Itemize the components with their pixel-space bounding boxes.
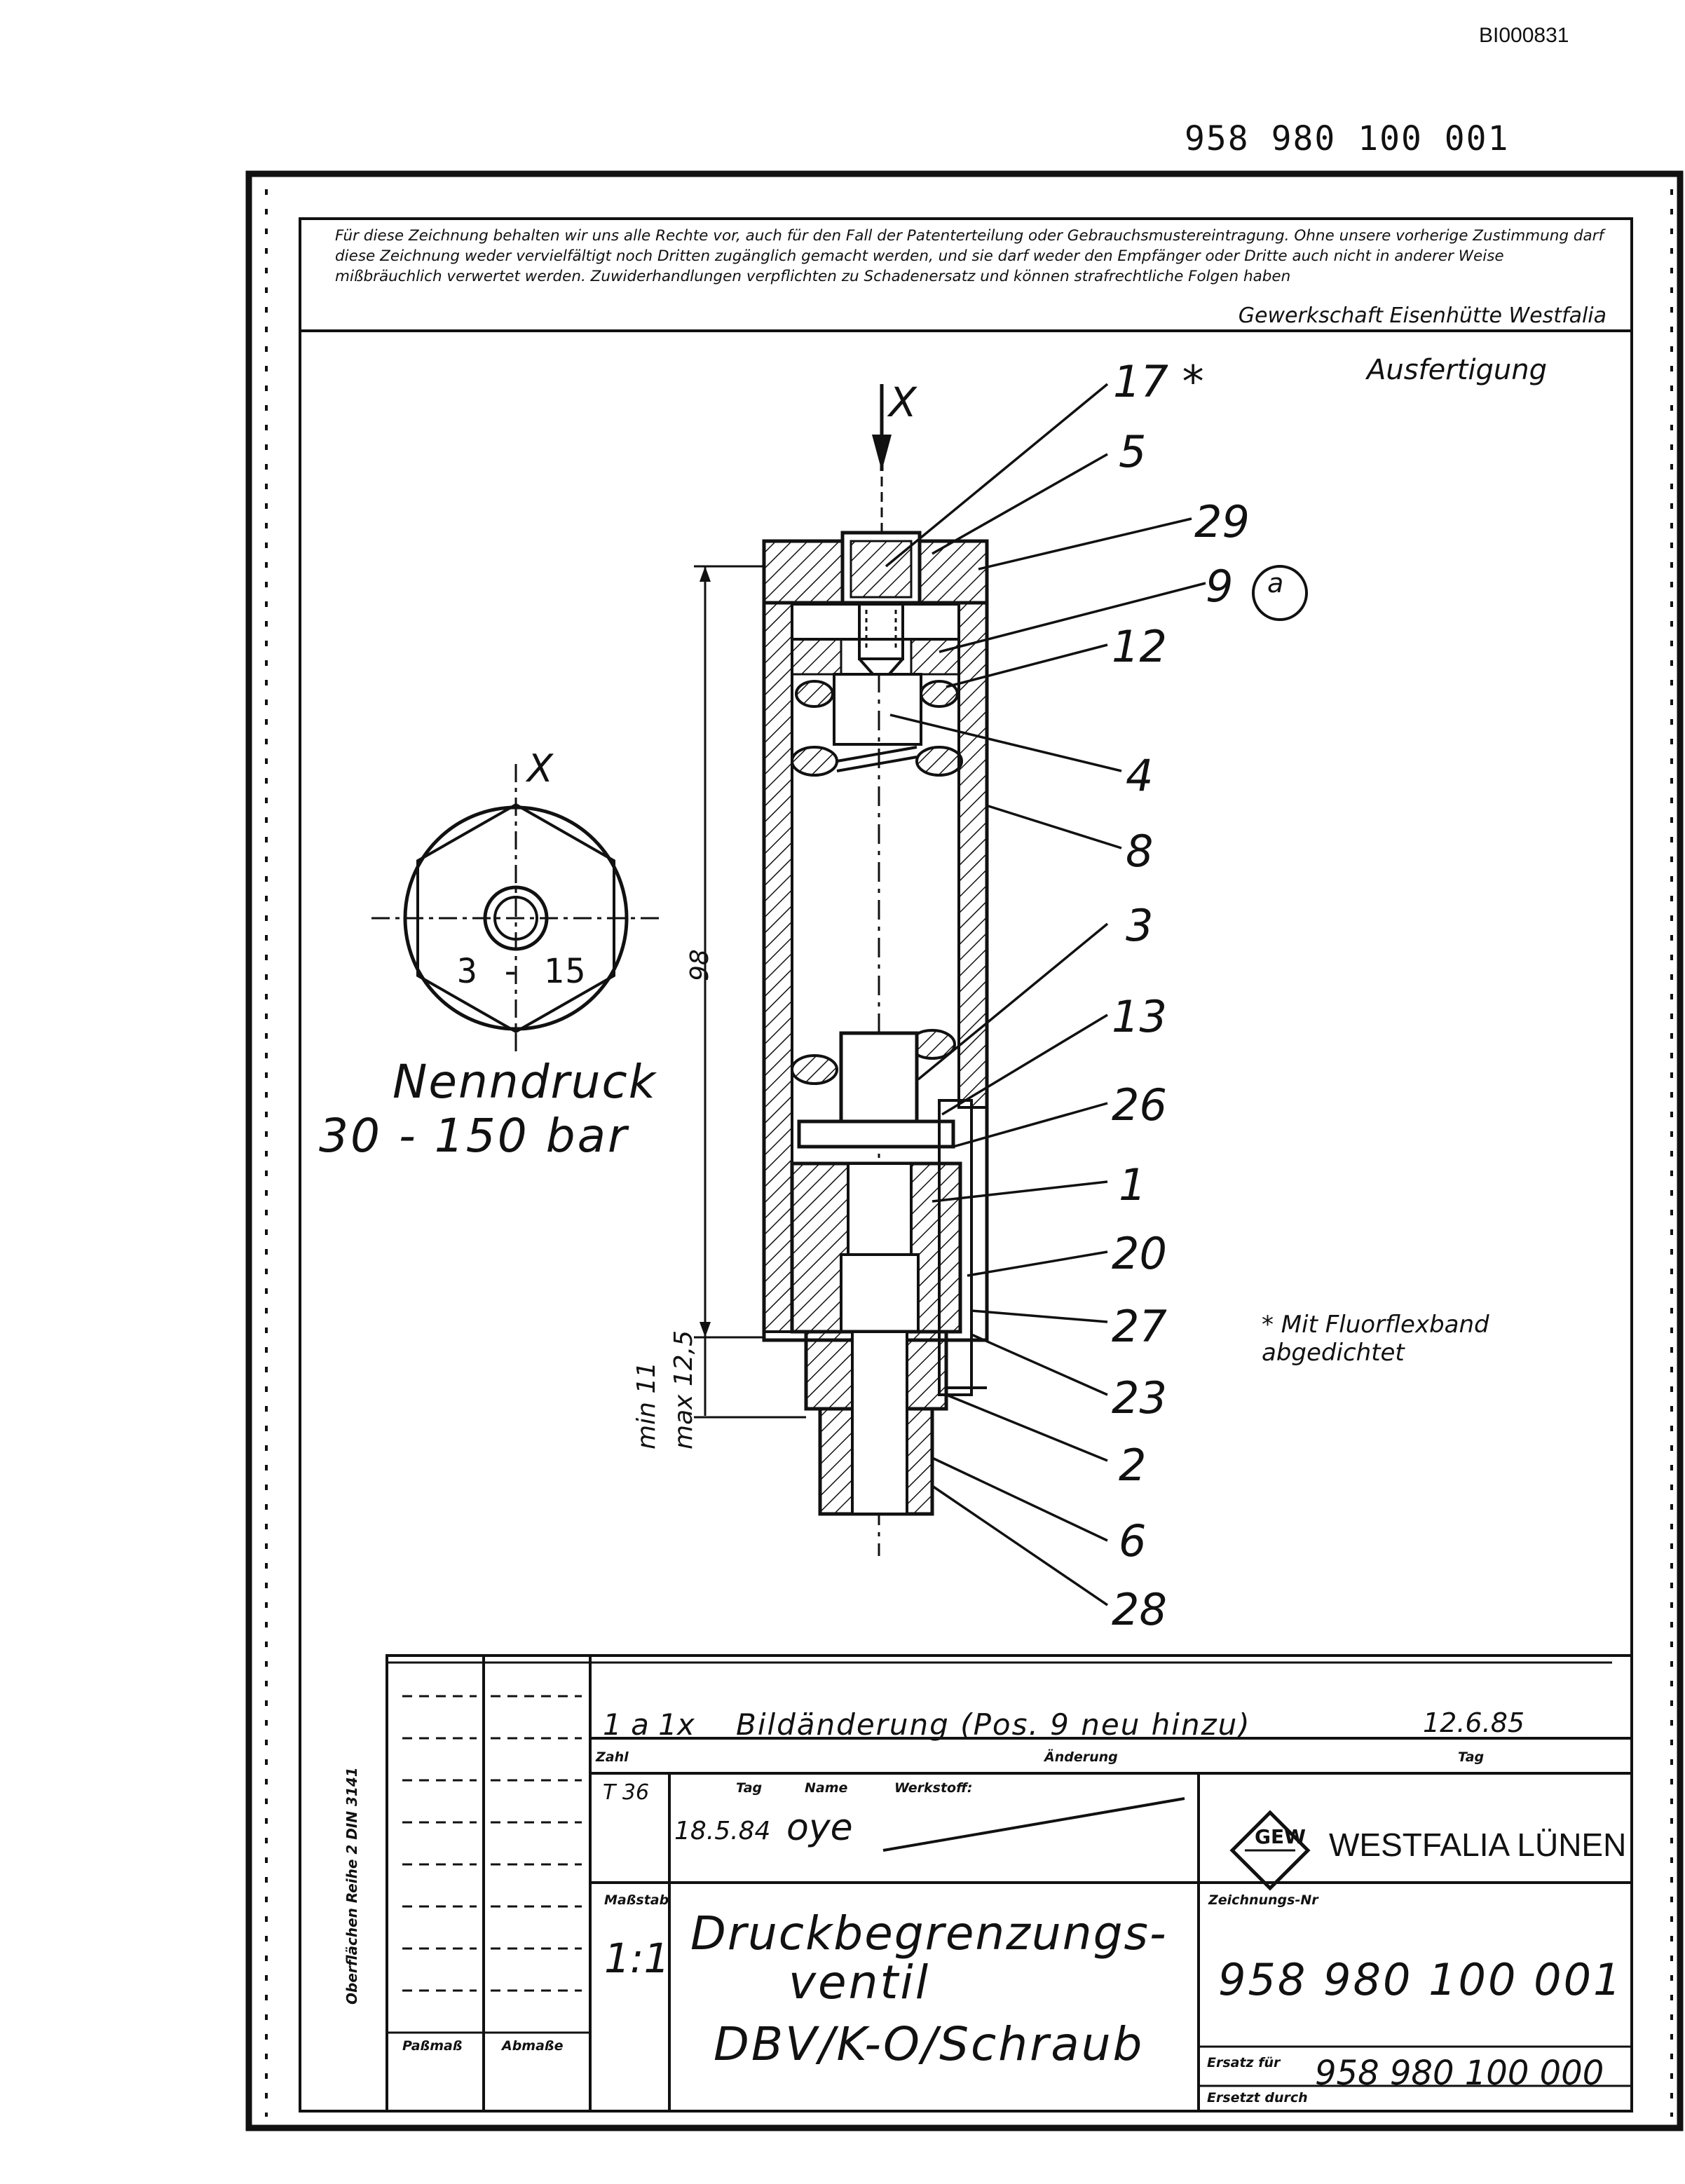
- header-zeichnungs-nr: Zeichnungs-Nr: [1208, 1892, 1318, 1908]
- part-number-8: 8: [1126, 826, 1154, 877]
- part-number-4: 4: [1126, 750, 1154, 801]
- header-werkstoff: Werkstoff:: [894, 1780, 973, 1796]
- surface-standard: Oberflächen Reihe 2 DIN 3141: [343, 1767, 360, 2005]
- nenndruck-label: Nenndruck: [393, 1055, 657, 1109]
- part-number-3: 3: [1126, 900, 1154, 951]
- dimension-max: max 12,5: [669, 1330, 698, 1449]
- part-number-27: 27: [1112, 1301, 1167, 1352]
- part-label-a: a: [1267, 568, 1284, 599]
- part-number-5: 5: [1119, 426, 1147, 477]
- header-ersetzt-durch: Ersetzt durch: [1207, 2090, 1308, 2105]
- part-number-2: 2: [1119, 1440, 1147, 1491]
- title-line-1: Druckbegrenzungs-: [690, 1906, 1168, 1960]
- revision-index: 1 a 1x: [603, 1707, 695, 1742]
- header-massstab: Maßstab: [604, 1892, 669, 1908]
- ausfertigung-label: Ausfertigung: [1367, 354, 1547, 386]
- header-tag: Tag: [1458, 1749, 1485, 1765]
- drawing-number: 958 980 100 001: [1218, 1954, 1623, 2005]
- part-number-20: 20: [1112, 1228, 1167, 1279]
- revision-date: 12.6.85: [1423, 1707, 1525, 1738]
- header-name: Name: [805, 1780, 848, 1796]
- header-zahl: Zahl: [596, 1749, 629, 1765]
- scale: 1:1: [604, 1934, 670, 1982]
- pressure-range-symbol: 3 - 15: [457, 952, 587, 991]
- header-tag-2: Tag: [736, 1780, 763, 1796]
- title-line-3: DBV/K-O/Schraub: [714, 2017, 1145, 2071]
- sealing-note: * Mit Fluorflexband abgedichtet: [1262, 1311, 1489, 1367]
- company-logo: GEW: [1255, 1825, 1306, 1848]
- maker-name: oye: [786, 1807, 853, 1849]
- nenndruck-value: 30 - 150 bar: [319, 1109, 629, 1163]
- notice-company: Gewerkschaft Eisenhütte Westfalia: [1238, 303, 1606, 328]
- revision-text: Bildänderung (Pos. 9 neu hinzu): [736, 1707, 1251, 1742]
- view-x-label: X: [889, 378, 917, 426]
- part-number-12: 12: [1112, 621, 1167, 672]
- header-abmasse: Abmaße: [502, 2038, 564, 2054]
- drawing-number-top: 958 980 100 001: [1185, 119, 1510, 158]
- maker-code: T 36: [603, 1780, 650, 1805]
- header-ersatz-fuer: Ersatz für: [1207, 2055, 1281, 2070]
- part-number-1: 1: [1119, 1159, 1147, 1210]
- part-number-28: 28: [1112, 1584, 1167, 1635]
- part-number-17: 17 *: [1113, 356, 1204, 407]
- document-id: BI000831: [1479, 24, 1569, 47]
- dimension-98: 98: [685, 949, 714, 981]
- part-number-13: 13: [1112, 991, 1167, 1042]
- header-aenderung: Änderung: [1044, 1749, 1118, 1765]
- part-number-9: 9: [1206, 561, 1234, 612]
- copyright-notice: Für diese Zeichnung behalten wir uns all…: [335, 227, 1604, 285]
- part-number-26: 26: [1112, 1079, 1167, 1131]
- part-number-29: 29: [1194, 496, 1250, 547]
- part-number-23: 23: [1112, 1372, 1167, 1424]
- company-name: WESTFALIA LÜNEN: [1329, 1827, 1627, 1863]
- header-passmass: Paßmaß: [402, 2038, 463, 2054]
- part-number-6: 6: [1119, 1515, 1147, 1567]
- replaces-number: 958 980 100 000: [1315, 2054, 1604, 2093]
- maker-date: 18.5.84: [674, 1817, 771, 1845]
- dimension-min: min 11: [632, 1361, 661, 1449]
- side-view-x-label: X: [527, 746, 553, 791]
- title-line-2: ventil: [789, 1956, 931, 2009]
